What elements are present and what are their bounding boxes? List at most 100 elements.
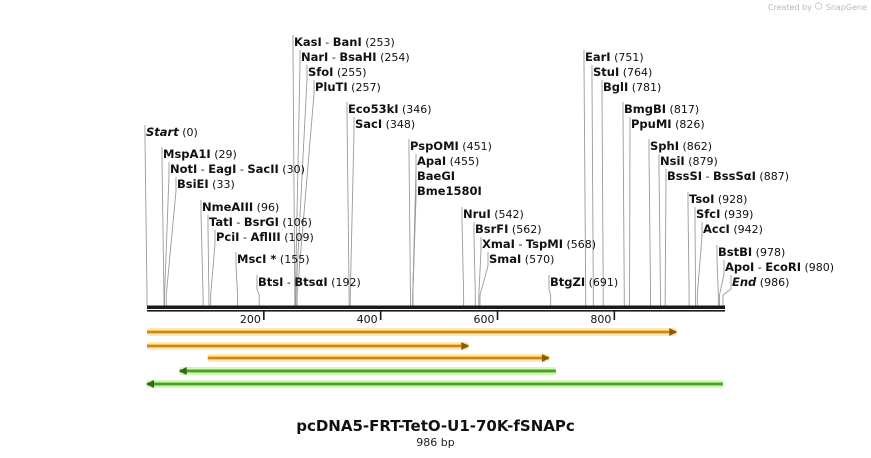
site-bstbi[interactable]: BstBI (978) [718,245,785,259]
site-nsii[interactable]: NsiI (879) [660,154,718,168]
site-position: (109) [281,231,314,244]
site-separator: - [283,276,294,289]
arrow-left-icon [146,380,154,388]
enzyme-name: BsiEI [177,177,209,191]
site-position: (0) [179,126,198,139]
enzyme-name: EarI [585,50,611,64]
site-tsoi-leader [687,192,690,306]
site-position: (691) [585,276,618,289]
site-position: (980) [801,261,834,274]
site-sfoi[interactable]: SfoI (255) [308,65,367,79]
site-eari[interactable]: EarI (751) [585,50,644,64]
site-pspomi[interactable]: PspOMI (451) [410,139,492,153]
enzyme-name: ApoI [725,260,754,274]
site-separator: - [236,163,247,176]
site-pluti-label: PluTI (257) [315,80,381,94]
site-nari-bsahi[interactable]: NarI - BsaHI (254) [301,50,410,64]
site-tati-bsrgi[interactable]: TatI - BsrGI (106) [209,215,312,229]
site-bmgbi[interactable]: BmgBI (817) [624,102,699,116]
site-sphi[interactable]: SphI (862) [650,139,712,153]
site-btsi-bts-i-label: BtsI - BtsαI (192) [258,275,361,289]
site-position: (939) [720,208,753,221]
site-apai[interactable]: ApaI (455) [417,154,479,168]
site-position: (568) [563,238,596,251]
plasmid-name: pcDNA5-FRT-TetO-U1-70K-fSNAPc [296,417,575,435]
credit-prefix: Created by [767,2,812,12]
site-smai[interactable]: SmaI (570) [489,252,554,266]
site-eco53ki-leader [346,102,350,306]
site-apoi-ecori[interactable]: ApoI - EcoRI (980) [725,260,834,274]
site-start[interactable]: Start (0) [146,125,198,139]
site-stui[interactable]: StuI (764) [593,65,652,79]
feature-2[interactable] [147,342,470,350]
site-position: (30) [279,163,305,176]
site-tsoi-label: TsoI (928) [689,192,747,206]
feature-1[interactable] [147,328,678,336]
enzyme-name: BstBI [718,245,752,259]
ruler-tick-label: 800 [590,313,611,326]
site-mspa1i-leader [161,147,165,306]
site-acci[interactable]: AccI (942) [703,222,763,236]
enzyme-name: End [732,275,757,289]
site-bsiei[interactable]: BsiEI (33) [177,177,235,191]
site-tati-bsrgi-leader [207,215,210,306]
site-position: (764) [619,66,652,79]
feature-5[interactable] [146,380,723,388]
sequence-backbone-lower [147,310,725,312]
site-msci[interactable]: MscI * (155) [237,252,309,266]
site-tsoi[interactable]: TsoI (928) [689,192,747,206]
site-eco53ki-label: Eco53kI (346) [348,102,432,116]
enzyme-name: ApaI [417,154,446,168]
site-xmai-tspmi[interactable]: XmaI - TspMI (568) [482,237,596,251]
enzyme-name: Start [146,125,179,139]
site-bsssi-bsss-i[interactable]: BssSI - BssSαI (887) [667,169,789,183]
feature-4[interactable] [178,367,556,375]
site-bme1580i-label: Bme1580I [417,184,482,198]
credit-brand: SnapGene [825,2,867,12]
enzyme-name: NmeAIII [202,200,253,214]
arrow-right-icon [541,354,550,362]
site-baegi[interactable]: BaeGI [417,169,455,183]
site-bgli-label: BglI (781) [603,80,661,94]
site-position: (348) [382,118,415,131]
site-saci[interactable]: SacI (348) [355,117,415,131]
site-position: (570) [521,253,554,266]
site-position: (455) [446,155,479,168]
site-kasi-bani[interactable]: KasI - BanI (253) [294,35,395,49]
site-mspa1i[interactable]: MspA1I (29) [163,147,237,161]
site-position: (33) [209,178,235,191]
site-sfci[interactable]: SfcI (939) [696,207,753,221]
feature-3[interactable] [207,354,550,362]
site-ppumi[interactable]: PpuMI (826) [631,117,705,131]
site-eco53ki[interactable]: Eco53kI (346) [348,102,432,116]
site-pluti[interactable]: PluTI (257) [315,80,381,94]
site-kasi-bani-label: KasI - BanI (253) [294,35,395,49]
enzyme-name: TspMI [526,237,563,251]
enzyme-name: SacII [247,162,278,176]
site-noti-eagi-sacii[interactable]: NotI - EagI - SacII (30) [170,162,305,176]
site-end[interactable]: End (986) [732,275,789,289]
site-position: (978) [752,246,785,259]
site-bsrfi[interactable]: BsrFI (562) [475,222,542,236]
enzyme-name: BsrGI [244,215,279,229]
site-btgzi[interactable]: BtgZI (691) [550,275,618,289]
site-pcii-afliii[interactable]: PciI - AflIII (109) [216,230,314,244]
site-saci-label: SacI (348) [355,117,415,131]
feature-tracks [146,328,723,388]
site-bsrfi-leader [473,222,476,306]
ruler-tick-label: 600 [474,313,495,326]
site-acci-leader [696,222,703,306]
enzyme-name: BanI [333,35,362,49]
site-nrui[interactable]: NruI (542) [463,207,524,221]
site-btsi-bts-i[interactable]: BtsI - BtsαI (192) [258,275,361,289]
site-position: (451) [459,140,492,153]
enzyme-name: BaeGI [417,169,455,183]
site-separator: - [754,261,765,274]
site-pcii-afliii-label: PciI - AflIII (109) [216,230,314,244]
site-bgli[interactable]: BglI (781) [603,80,661,94]
site-position: (928) [714,193,747,206]
site-start-label: Start (0) [146,125,198,139]
site-bme1580i[interactable]: Bme1580I [417,184,482,198]
site-nmeaiii[interactable]: NmeAIII (96) [202,200,279,214]
arrow-right-icon [669,328,678,336]
